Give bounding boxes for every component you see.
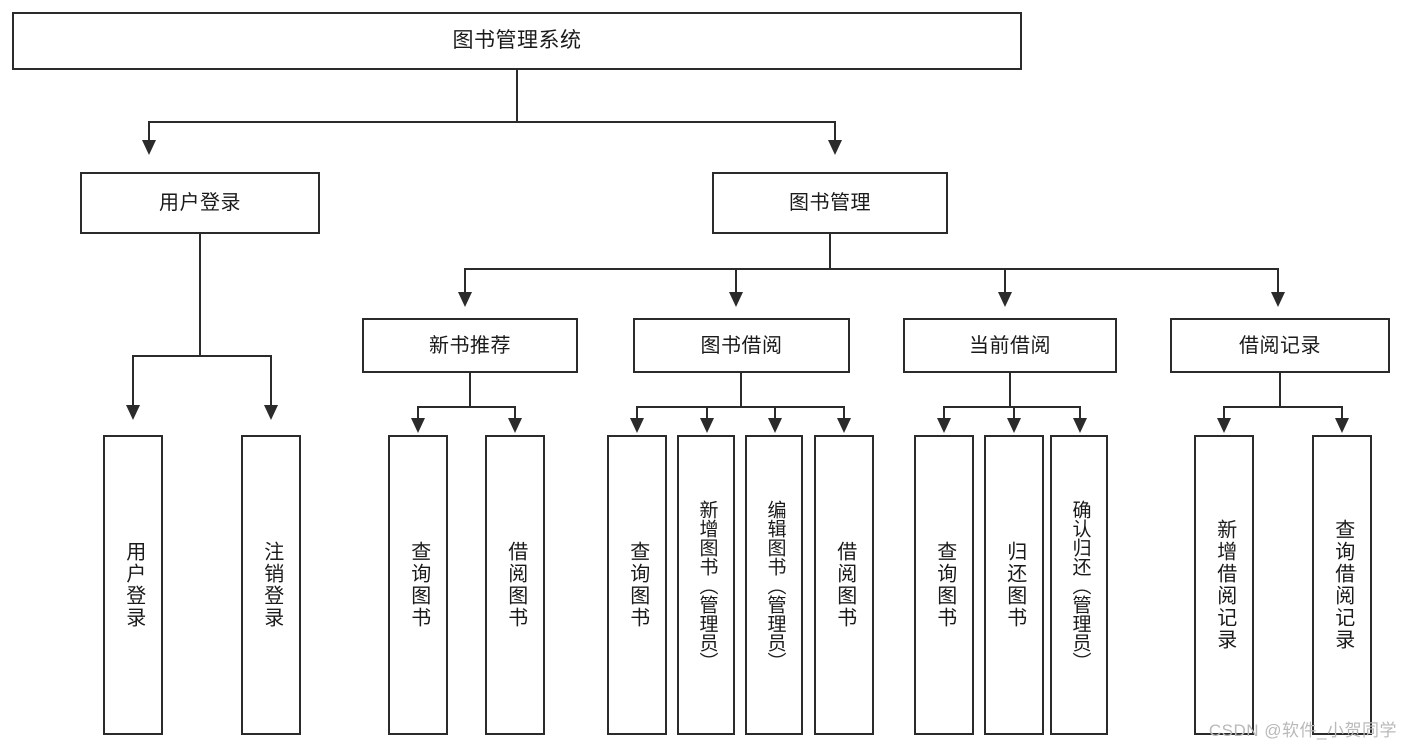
node-label: 新增图书（管理员） bbox=[696, 499, 718, 671]
leaf-user-login-user-login[interactable]: 用户登录 bbox=[103, 435, 163, 735]
node-root-book-management-system[interactable]: 图书管理系统 bbox=[12, 12, 1022, 70]
node-label: 查询图书 bbox=[407, 541, 430, 629]
connector-new-book-stem bbox=[469, 373, 471, 407]
node-label: 归还图书 bbox=[1003, 541, 1026, 629]
arrowhead-book-borrow-leaf-3 bbox=[768, 418, 782, 433]
connector-book-borrow-bus bbox=[636, 406, 844, 408]
node-label: 查询图书 bbox=[933, 541, 956, 629]
node-label: 当前借阅 bbox=[969, 334, 1051, 357]
connector-book-borrow-leaf-3 bbox=[774, 406, 776, 422]
arrowhead-user-login-leaf-1 bbox=[126, 405, 140, 420]
connector-book-borrow-leaf-1 bbox=[636, 406, 638, 422]
arrowhead-root-to-user-login bbox=[142, 140, 156, 155]
connector-borrow-record-leaf-2 bbox=[1341, 406, 1343, 422]
leaf-new-book-borrow-book[interactable]: 借阅图书 bbox=[485, 435, 545, 735]
node-book-management[interactable]: 图书管理 bbox=[712, 172, 948, 234]
connector-bm-to-borrow-record bbox=[1277, 268, 1279, 298]
arrowhead-bm-book-borrow bbox=[729, 292, 743, 307]
arrowhead-bm-current-borrow bbox=[998, 292, 1012, 307]
connector-user-login-to-leaf-2 bbox=[270, 355, 272, 411]
arrowhead-book-borrow-leaf-2 bbox=[700, 418, 714, 433]
connector-book-management-stem bbox=[829, 234, 831, 269]
node-label: 借阅记录 bbox=[1239, 334, 1321, 357]
connector-root-to-user-login bbox=[148, 121, 150, 146]
arrowhead-bm-borrow-record bbox=[1271, 292, 1285, 307]
node-label: 注销登录 bbox=[260, 541, 283, 629]
connector-borrow-record-bus bbox=[1223, 406, 1342, 408]
arrowhead-user-login-leaf-2 bbox=[264, 405, 278, 420]
arrowhead-root-to-book-management bbox=[828, 140, 842, 155]
connector-user-login-to-leaf-1 bbox=[132, 355, 134, 411]
arrowhead-current-borrow-leaf-1 bbox=[937, 418, 951, 433]
leaf-book-borrow-borrow-book[interactable]: 借阅图书 bbox=[814, 435, 874, 735]
arrowhead-new-book-leaf-2 bbox=[508, 418, 522, 433]
node-current-borrow[interactable]: 当前借阅 bbox=[903, 318, 1117, 373]
connector-new-book-leaf-2 bbox=[514, 406, 516, 422]
arrowhead-current-borrow-leaf-2 bbox=[1007, 418, 1021, 433]
connector-book-borrow-stem bbox=[740, 373, 742, 407]
connector-bm-to-new-book bbox=[464, 268, 466, 298]
leaf-current-borrow-return-book[interactable]: 归还图书 bbox=[984, 435, 1044, 735]
node-book-borrow[interactable]: 图书借阅 bbox=[633, 318, 850, 373]
node-label: 用户登录 bbox=[159, 192, 241, 214]
arrowhead-borrow-record-leaf-1 bbox=[1217, 418, 1231, 433]
arrowhead-new-book-leaf-1 bbox=[411, 418, 425, 433]
connector-bm-to-book-borrow bbox=[735, 268, 737, 298]
leaf-current-borrow-confirm-return-admin[interactable]: 确认归还（管理员） bbox=[1050, 435, 1108, 735]
connector-current-borrow-stem bbox=[1009, 373, 1011, 407]
node-borrow-record[interactable]: 借阅记录 bbox=[1170, 318, 1390, 373]
connector-root-stem bbox=[516, 70, 518, 122]
connector-current-borrow-leaf-1 bbox=[943, 406, 945, 422]
leaf-current-borrow-query-book[interactable]: 查询图书 bbox=[914, 435, 974, 735]
connector-book-borrow-leaf-4 bbox=[843, 406, 845, 422]
connector-bm-to-current-borrow bbox=[1004, 268, 1006, 298]
node-label: 图书管理 bbox=[789, 192, 871, 214]
leaf-borrow-record-query-record[interactable]: 查询借阅记录 bbox=[1312, 435, 1372, 735]
node-label: 新增借阅记录 bbox=[1213, 519, 1236, 651]
leaf-user-login-logout[interactable]: 注销登录 bbox=[241, 435, 301, 735]
node-label: 查询借阅记录 bbox=[1331, 519, 1354, 651]
node-label: 确认归还（管理员） bbox=[1069, 499, 1091, 671]
connector-user-login-stem bbox=[199, 234, 201, 356]
connector-current-borrow-leaf-3 bbox=[1079, 406, 1081, 422]
node-label: 编辑图书（管理员） bbox=[764, 499, 786, 671]
arrowhead-book-borrow-leaf-4 bbox=[837, 418, 851, 433]
connector-new-book-leaf-1 bbox=[417, 406, 419, 422]
connector-borrow-record-stem bbox=[1279, 373, 1281, 407]
connector-root-to-book-management bbox=[834, 121, 836, 146]
node-label: 图书借阅 bbox=[700, 334, 783, 357]
arrowhead-current-borrow-leaf-3 bbox=[1073, 418, 1087, 433]
arrowhead-borrow-record-leaf-2 bbox=[1335, 418, 1349, 433]
node-user-login[interactable]: 用户登录 bbox=[80, 172, 320, 234]
node-label: 借阅图书 bbox=[833, 541, 856, 629]
node-label: 查询图书 bbox=[626, 541, 649, 629]
connector-book-management-bus bbox=[464, 268, 1278, 270]
connector-current-borrow-bus bbox=[943, 406, 1080, 408]
arrowhead-book-borrow-leaf-1 bbox=[630, 418, 644, 433]
node-new-book-recommend[interactable]: 新书推荐 bbox=[362, 318, 578, 373]
connector-book-borrow-leaf-2 bbox=[706, 406, 708, 422]
connector-root-bus bbox=[148, 121, 836, 123]
leaf-new-book-query-book[interactable]: 查询图书 bbox=[388, 435, 448, 735]
node-label: 图书管理系统 bbox=[452, 29, 582, 53]
arrowhead-bm-new-book bbox=[458, 292, 472, 307]
node-label: 借阅图书 bbox=[504, 541, 527, 629]
leaf-borrow-record-add-record[interactable]: 新增借阅记录 bbox=[1194, 435, 1254, 735]
connector-current-borrow-leaf-2 bbox=[1013, 406, 1015, 422]
connector-new-book-bus bbox=[417, 406, 515, 408]
connector-user-login-bus bbox=[132, 355, 270, 357]
leaf-book-borrow-edit-book-admin[interactable]: 编辑图书（管理员） bbox=[745, 435, 803, 735]
node-label: 新书推荐 bbox=[429, 334, 511, 357]
connector-borrow-record-leaf-1 bbox=[1223, 406, 1225, 422]
leaf-book-borrow-query-book[interactable]: 查询图书 bbox=[607, 435, 667, 735]
leaf-book-borrow-add-book-admin[interactable]: 新增图书（管理员） bbox=[677, 435, 735, 735]
node-label: 用户登录 bbox=[122, 541, 145, 629]
